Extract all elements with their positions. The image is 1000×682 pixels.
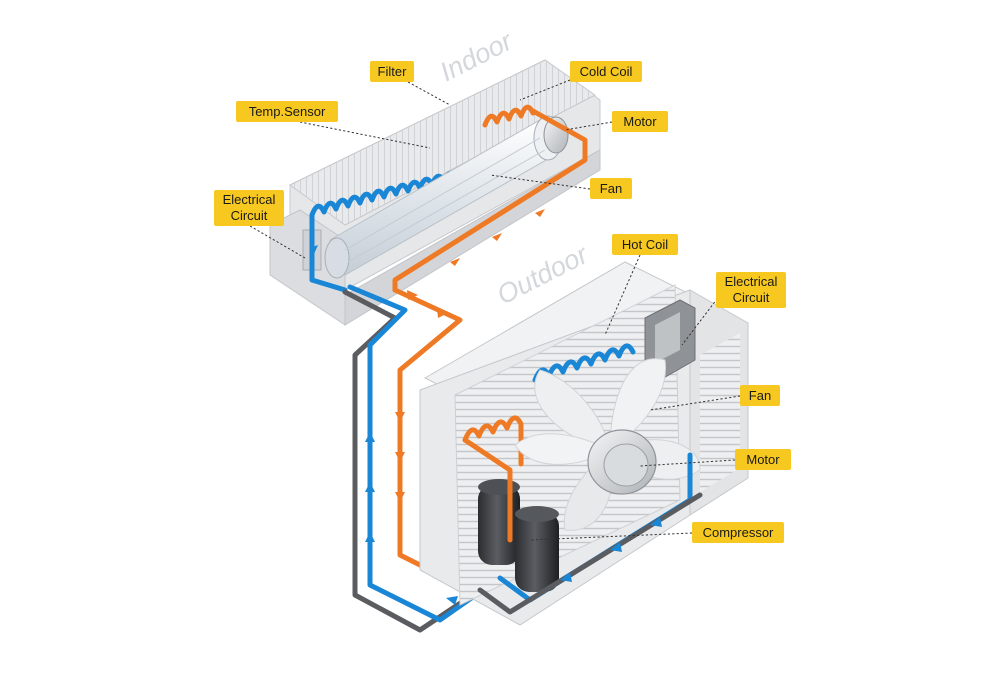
leader-indoor-motor (564, 121, 613, 131)
line-arrow-hot-5 (395, 492, 405, 502)
outdoor-side-grille (700, 333, 740, 492)
label-hot-coil-bg (612, 234, 678, 255)
line-arrow-cold-2 (365, 482, 375, 492)
label-outdoor-motor: Motor (746, 452, 780, 467)
label-temp-sensor-bg (236, 101, 338, 122)
label-cold-coil-bg (570, 61, 642, 82)
label-outdoor-electrical-bg (716, 272, 786, 308)
compressor-unit (478, 479, 559, 592)
indoor-flow-arrow-3 (450, 258, 460, 266)
outdoor-arrow-2 (610, 542, 622, 552)
leader-indoor-fan (489, 174, 591, 190)
label-outdoor-electrical-line1: Electrical (725, 274, 778, 289)
indoor-cold-return (309, 212, 348, 293)
leader-indoor-electrical (249, 225, 306, 259)
suction-line (347, 284, 503, 623)
label-hot-coil: Hot Coil (622, 237, 668, 252)
label-indoor-electrical-line1: Electrical (223, 192, 276, 207)
outdoor-return-pipe (477, 492, 703, 615)
outdoor-unit: Outdoor (419, 239, 750, 626)
indoor-hot-return (392, 108, 588, 293)
indoor-flow-arrow-1 (535, 209, 545, 217)
label-indoor-fan: Fan (600, 181, 622, 196)
indoor-flow-arrow-4 (310, 245, 318, 254)
label-filter-bg (370, 61, 414, 82)
leader-outdoor-motor (639, 459, 736, 467)
indoor-fan-drum (324, 115, 563, 279)
leader-temp-sensor (299, 121, 431, 149)
leader-outdoor-fan (649, 395, 741, 411)
label-indoor-motor-bg (612, 111, 668, 132)
indoor-title: Indoor (435, 25, 518, 87)
outdoor-arrow-3 (650, 517, 662, 527)
leader-outdoor-electrical (681, 294, 721, 346)
leader-cold-coil (519, 79, 571, 101)
label-indoor-electrical-line2: Circuit (231, 208, 268, 223)
line-arrow-hot-2 (437, 308, 448, 318)
line-arrow-hot-4 (395, 452, 405, 462)
label-indoor-electrical-bg (214, 190, 284, 226)
label-indoor-motor: Motor (623, 114, 657, 129)
return-line (342, 289, 483, 633)
indoor-coil-hot-end (482, 104, 536, 128)
leader-compressor (529, 532, 693, 541)
label-compressor: Compressor (703, 525, 774, 540)
leader-filter (407, 81, 451, 106)
outdoor-motor (587, 429, 657, 495)
indoor-bottom-panel (344, 149, 601, 326)
label-cold-coil: Cold Coil (580, 64, 633, 79)
line-arrow-cold-1 (365, 432, 375, 442)
callouts: Filter Cold Coil Temp.Sensor Motor Fan E… (214, 61, 791, 543)
leader-hot-coil (604, 254, 641, 336)
outdoor-arrow-4 (446, 596, 458, 605)
outdoor-discharge-pipe (462, 437, 513, 543)
line-arrow-hot-3 (395, 412, 405, 422)
label-outdoor-fan-bg (740, 385, 780, 406)
outdoor-hot-coil (462, 415, 524, 467)
line-arrow-hot-1 (407, 290, 418, 300)
label-outdoor-electrical-line2: Circuit (733, 290, 770, 305)
indoor-unit: Indoor (269, 25, 601, 326)
indoor-flow-arrow-2 (492, 233, 502, 241)
label-temp-sensor: Temp.Sensor (249, 104, 326, 119)
label-outdoor-motor-bg (735, 449, 791, 470)
label-filter: Filter (378, 64, 408, 79)
outdoor-arrow-1 (560, 572, 572, 582)
label-indoor-fan-bg (590, 178, 632, 199)
line-arrow-cold-3 (365, 532, 375, 542)
label-outdoor-fan: Fan (749, 388, 771, 403)
label-compressor-bg (692, 522, 784, 543)
